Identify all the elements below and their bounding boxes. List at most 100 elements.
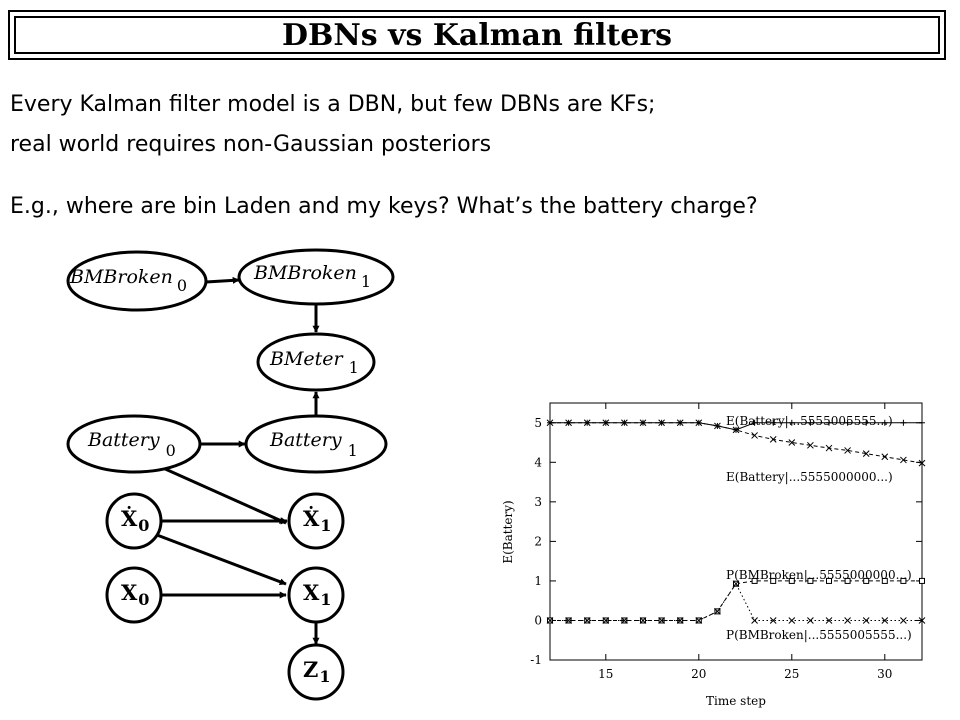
data-point bbox=[788, 577, 795, 584]
data-point bbox=[825, 444, 833, 452]
node-battery1 bbox=[244, 414, 388, 474]
data-point bbox=[769, 436, 777, 443]
data-point bbox=[788, 439, 796, 446]
slide-title: DBNs vs Kalman filters bbox=[281, 18, 673, 53]
data-point bbox=[881, 577, 888, 584]
data-point bbox=[565, 419, 572, 427]
y-tick-label: 5 bbox=[534, 416, 542, 430]
node-x1 bbox=[287, 566, 345, 624]
y-tick-label: 0 bbox=[534, 613, 542, 627]
node-z1 bbox=[287, 643, 345, 701]
x-tick-label: 15 bbox=[598, 667, 613, 681]
x-tick-label: 20 bbox=[691, 667, 706, 681]
x-axis-label: Time step bbox=[706, 694, 766, 708]
data-point bbox=[714, 608, 721, 615]
data-point bbox=[807, 577, 814, 584]
data-point bbox=[844, 419, 851, 426]
data-point bbox=[714, 422, 721, 430]
data-point bbox=[639, 419, 647, 427]
data-point bbox=[844, 577, 851, 584]
body-line-3: E.g., where are bin Laden and my keys? W… bbox=[10, 194, 758, 219]
data-point bbox=[751, 419, 758, 426]
node-bmbroken0 bbox=[66, 250, 208, 312]
data-point bbox=[676, 419, 684, 427]
series-label-3: P(BMBroken|...5555005555...) bbox=[726, 628, 912, 642]
data-point bbox=[621, 419, 628, 427]
data-point bbox=[862, 617, 870, 624]
data-point bbox=[881, 617, 889, 624]
series-label-2: P(BMBroken|...5555000000...) bbox=[726, 568, 912, 582]
data-point bbox=[770, 577, 777, 584]
series-label-0: E(Battery|...5555005555...) bbox=[726, 414, 893, 428]
data-point bbox=[751, 432, 758, 439]
data-point bbox=[919, 577, 925, 584]
title-frame: DBNs vs Kalman filters bbox=[8, 10, 946, 60]
data-point bbox=[732, 426, 740, 434]
data-point bbox=[826, 577, 832, 584]
data-point bbox=[546, 419, 554, 427]
data-point bbox=[863, 419, 870, 426]
y-tick-label: 2 bbox=[534, 534, 542, 548]
node-bmeter1 bbox=[256, 332, 376, 392]
data-point bbox=[844, 617, 851, 624]
data-point bbox=[807, 441, 814, 449]
edge-xdot0-x1 bbox=[156, 533, 287, 586]
node-xdot0 bbox=[105, 492, 163, 550]
edge-bmbroken0-bmbroken1 bbox=[205, 276, 240, 284]
data-point bbox=[565, 617, 572, 624]
data-point bbox=[900, 577, 907, 584]
data-point bbox=[863, 577, 870, 584]
node-bmbroken1 bbox=[237, 248, 395, 306]
node-x1-label: X1 bbox=[303, 580, 331, 609]
data-point bbox=[900, 617, 907, 624]
data-point bbox=[807, 419, 814, 426]
node-xdot0-label: Ẋ0 bbox=[121, 506, 149, 535]
body-line-1: Every Kalman filter model is a DBN, but … bbox=[10, 92, 656, 117]
data-point bbox=[658, 419, 665, 427]
body-line-2: real world requires non-Gaussian posteri… bbox=[10, 132, 492, 157]
data-point bbox=[862, 450, 870, 457]
data-point bbox=[695, 617, 703, 624]
data-point bbox=[900, 456, 907, 464]
data-point bbox=[881, 453, 889, 461]
data-point bbox=[751, 577, 758, 584]
data-point bbox=[602, 617, 610, 624]
x-tick-label: 25 bbox=[784, 667, 799, 681]
data-point bbox=[769, 617, 777, 624]
data-point bbox=[732, 580, 740, 588]
data-point bbox=[825, 617, 833, 624]
data-point bbox=[881, 419, 888, 426]
data-point bbox=[583, 617, 591, 624]
title-frame-inner bbox=[14, 16, 940, 54]
edge-battery0-xdot1 bbox=[162, 466, 287, 525]
data-point bbox=[639, 617, 647, 624]
data-point bbox=[583, 419, 591, 427]
data-point bbox=[788, 419, 795, 426]
data-point bbox=[844, 447, 851, 454]
y-tick-label: 4 bbox=[534, 455, 542, 469]
y-tick-label: -1 bbox=[530, 653, 542, 667]
data-point bbox=[788, 617, 796, 624]
node-x0 bbox=[105, 566, 163, 624]
node-xdot1 bbox=[287, 492, 345, 550]
data-point bbox=[658, 617, 665, 624]
node-z1-label: Z1 bbox=[303, 657, 330, 686]
data-point bbox=[919, 419, 925, 426]
data-point bbox=[621, 617, 628, 624]
data-point bbox=[900, 419, 907, 426]
data-point bbox=[751, 617, 758, 624]
data-point bbox=[807, 617, 814, 624]
node-battery0 bbox=[66, 414, 202, 474]
series-line-2 bbox=[550, 580, 922, 621]
y-axis-label: E(Battery) bbox=[501, 500, 515, 563]
data-point bbox=[546, 617, 554, 624]
plot-frame bbox=[549, 402, 923, 661]
series-label-1: E(Battery|...5555000000...) bbox=[726, 470, 893, 484]
